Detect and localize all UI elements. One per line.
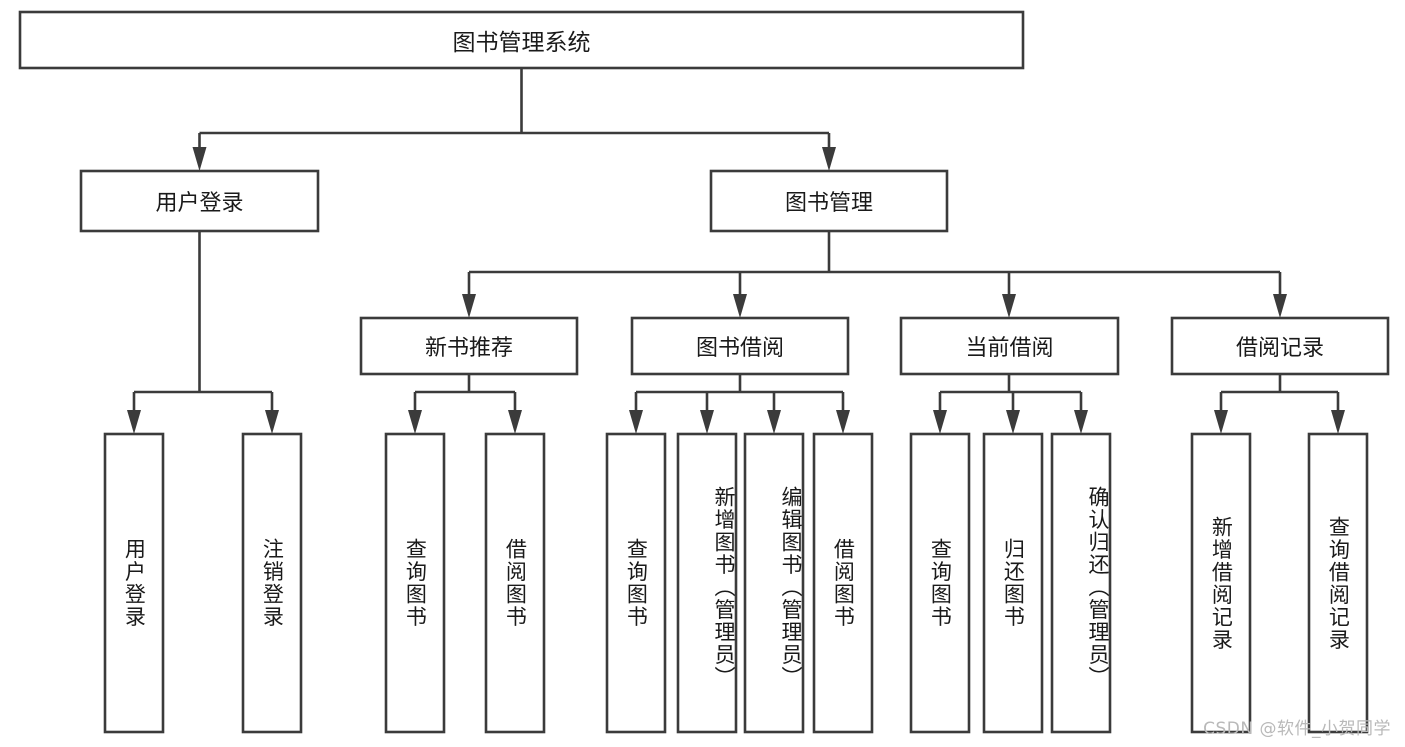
- edge-group-root: [192, 68, 836, 171]
- node-leaf-borrow-book-a-box[interactable]: [484, 432, 546, 734]
- arrowhead-to-leaf-add-record: [1214, 410, 1228, 434]
- arrowhead-to-leaf-logout: [265, 410, 279, 434]
- arrowhead-to-leaf-query-book-b: [629, 410, 643, 434]
- node-current-borrow-box[interactable]: [899, 316, 1120, 376]
- arrowhead-to-leaf-user-login: [127, 410, 141, 434]
- edge-group-user-login: [127, 231, 279, 434]
- node-leaf-return-book-box[interactable]: [982, 432, 1044, 734]
- arrowhead-to-new-book-recommend: [462, 294, 476, 318]
- node-leaf-add-book-box[interactable]: [676, 432, 738, 734]
- node-leaf-user-login-box[interactable]: [103, 432, 165, 734]
- arrowhead-to-current-borrow: [1002, 294, 1016, 318]
- node-leaf-add-record-box[interactable]: [1190, 432, 1252, 734]
- edge-group-new-book-recommend: [408, 374, 522, 434]
- arrowhead-to-leaf-return-book: [1006, 410, 1020, 434]
- node-leaf-query-book-c-box[interactable]: [909, 432, 971, 734]
- node-book-management-box[interactable]: [709, 169, 949, 233]
- node-leaf-query-record-box[interactable]: [1307, 432, 1369, 734]
- node-leaf-query-book-b-box[interactable]: [605, 432, 667, 734]
- arrowhead-to-leaf-query-record: [1331, 410, 1345, 434]
- node-leaf-query-book-a-box[interactable]: [384, 432, 446, 734]
- node-leaf-borrow-book-b-box[interactable]: [812, 432, 874, 734]
- node-borrow-record-box[interactable]: [1170, 316, 1390, 376]
- arrowhead-to-leaf-add-book: [700, 410, 714, 434]
- node-leaf-confirm-return-box[interactable]: [1050, 432, 1112, 734]
- arrowhead-to-leaf-query-book-a: [408, 410, 422, 434]
- edge-group-book-management: [462, 231, 1287, 318]
- node-leaf-logout-box[interactable]: [241, 432, 303, 734]
- edge-group-book-borrow: [629, 374, 850, 434]
- arrowhead-to-book-management: [822, 147, 836, 171]
- node-new-book-recommend-box[interactable]: [359, 316, 579, 376]
- arrowhead-to-leaf-borrow-book-a: [508, 410, 522, 434]
- edge-group-borrow-record: [1214, 374, 1345, 434]
- arrowhead-to-leaf-query-book-c: [933, 410, 947, 434]
- edge-group-current-borrow: [933, 374, 1088, 434]
- node-root-box[interactable]: [18, 10, 1025, 70]
- arrowhead-to-user-login: [192, 147, 207, 171]
- arrowhead-to-leaf-confirm-return: [1074, 410, 1088, 434]
- arrowhead-to-book-borrow: [733, 294, 747, 318]
- arrowhead-to-borrow-record: [1273, 294, 1287, 318]
- node-book-borrow-box[interactable]: [630, 316, 850, 376]
- node-leaf-edit-book-box[interactable]: [743, 432, 805, 734]
- arrowhead-to-leaf-borrow-book-b: [836, 410, 850, 434]
- node-user-login-box[interactable]: [79, 169, 320, 233]
- arrowhead-to-leaf-edit-book: [767, 410, 781, 434]
